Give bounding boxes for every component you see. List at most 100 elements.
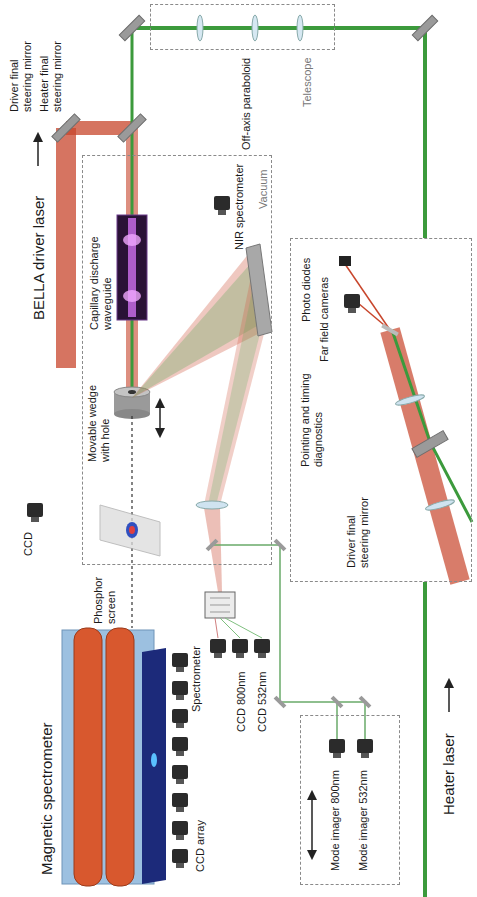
small-mirror bbox=[274, 696, 287, 709]
nir-camera bbox=[214, 196, 230, 215]
driver-arrow bbox=[38, 134, 39, 166]
phosphor-screen bbox=[100, 505, 160, 556]
spectrometer-grating bbox=[205, 592, 262, 638]
small-mirror bbox=[206, 539, 219, 552]
heater-beam bbox=[132, 26, 425, 30]
beam-cone bbox=[204, 508, 222, 592]
part-label: CCD 532nm bbox=[256, 671, 269, 732]
ccd-camera-array bbox=[172, 849, 188, 868]
capillary-photo bbox=[117, 215, 147, 320]
steering-mirror bbox=[381, 324, 399, 336]
spectrometer-camera bbox=[210, 639, 270, 658]
spectrometer-grating bbox=[215, 618, 218, 638]
telescope-lens bbox=[197, 15, 203, 41]
mode-camera bbox=[329, 739, 345, 758]
driver-beam bbox=[56, 128, 76, 368]
paraboloid-mirror bbox=[246, 244, 272, 336]
part-label: Driver final steering mirror bbox=[345, 482, 371, 568]
spectrometer-grating bbox=[210, 612, 230, 613]
dashed-region: Telescope bbox=[150, 4, 335, 50]
heater-arrow bbox=[448, 680, 450, 712]
heater-beam bbox=[423, 582, 427, 897]
mode-camera bbox=[329, 739, 373, 758]
heater-beam bbox=[423, 28, 427, 238]
dashed-region: Mode imager 800nm Mode imager 532nm bbox=[300, 715, 400, 885]
telescope-lens bbox=[297, 15, 303, 41]
inset-beam bbox=[345, 264, 390, 330]
spectrometer-camera bbox=[210, 639, 226, 658]
pickoff-beam bbox=[336, 702, 338, 739]
ccd-camera-array bbox=[172, 709, 188, 728]
spectrometer-grating bbox=[210, 605, 230, 606]
ccd-camera-array bbox=[172, 737, 188, 756]
nir-camera bbox=[214, 196, 230, 215]
lens bbox=[196, 501, 228, 509]
part-label: CCD array bbox=[194, 820, 207, 872]
telescope-lens bbox=[197, 15, 303, 41]
region-label: Vacuum bbox=[257, 169, 270, 209]
phosphor-screen bbox=[100, 505, 160, 556]
part-label: Far field cameras bbox=[318, 277, 331, 362]
small-mirror bbox=[331, 696, 344, 709]
part-label: Off-axis paraboloid bbox=[240, 58, 253, 150]
magnet bbox=[142, 648, 166, 884]
wedge-mirror bbox=[128, 390, 136, 394]
driver-arrow bbox=[37, 134, 39, 166]
lens bbox=[395, 393, 425, 407]
magnet bbox=[62, 628, 166, 886]
steering-mirror bbox=[119, 15, 144, 40]
photo-diode bbox=[339, 256, 351, 266]
lens bbox=[395, 393, 455, 512]
part-label: Driver final steering mirror bbox=[8, 26, 34, 112]
region-label: Pointing and timing diagnostics bbox=[299, 355, 325, 467]
steering-mirror bbox=[412, 431, 448, 458]
magnet bbox=[74, 628, 102, 886]
part-label: Photo diodes bbox=[300, 258, 313, 322]
part-label: Heater laser bbox=[440, 733, 457, 815]
heater-arrow bbox=[449, 680, 450, 712]
steering-mirror bbox=[412, 15, 437, 40]
part-label: CCD 800nm bbox=[235, 671, 248, 732]
inset-beam bbox=[390, 330, 460, 582]
capillary-photo bbox=[128, 218, 136, 317]
ccd-camera-array bbox=[172, 793, 188, 812]
inset-beam bbox=[345, 264, 472, 582]
part-label: Magnetic spectrometer bbox=[38, 722, 55, 875]
region-label: Mode imager 800nm bbox=[329, 770, 342, 871]
photo-diode bbox=[339, 256, 351, 266]
part-label: Movable wedge with hole bbox=[86, 378, 112, 462]
ccd-camera-array bbox=[172, 821, 188, 840]
small-mirror bbox=[274, 539, 287, 552]
capillary-photo bbox=[117, 215, 147, 320]
spectrometer-camera bbox=[232, 639, 248, 658]
heater-beam bbox=[131, 28, 134, 392]
magnet bbox=[106, 628, 134, 886]
part-label: CCD bbox=[22, 532, 35, 556]
magnet bbox=[151, 753, 157, 767]
ccd-camera-array bbox=[172, 765, 188, 784]
move-arrow bbox=[311, 792, 313, 858]
inset-beam bbox=[392, 330, 472, 522]
part-label: Spectrometer bbox=[190, 646, 203, 712]
move-arrow bbox=[160, 400, 161, 436]
part-label: NIR spectrometer bbox=[233, 164, 246, 250]
lens bbox=[425, 498, 455, 512]
move-arrow bbox=[312, 792, 313, 858]
phosphor-screen bbox=[129, 526, 135, 534]
ccd-camera-array bbox=[172, 653, 188, 868]
ccd-camera bbox=[27, 503, 43, 522]
move-arrow bbox=[159, 400, 161, 436]
region-label: Mode imager 532nm bbox=[357, 770, 370, 871]
phosphor-screen bbox=[126, 522, 138, 538]
ccd-camera bbox=[27, 503, 43, 522]
ccd-camera-array bbox=[172, 653, 188, 672]
spectrometer-grating bbox=[210, 598, 230, 599]
capillary-photo bbox=[123, 290, 141, 302]
inset-ground bbox=[290, 238, 472, 582]
dashed-region: Pointing and timing diagnostics bbox=[290, 238, 472, 582]
part-label: Heater final steering mirror bbox=[38, 26, 64, 112]
small-mirror bbox=[359, 696, 372, 709]
region-label: Telescope bbox=[301, 57, 314, 107]
